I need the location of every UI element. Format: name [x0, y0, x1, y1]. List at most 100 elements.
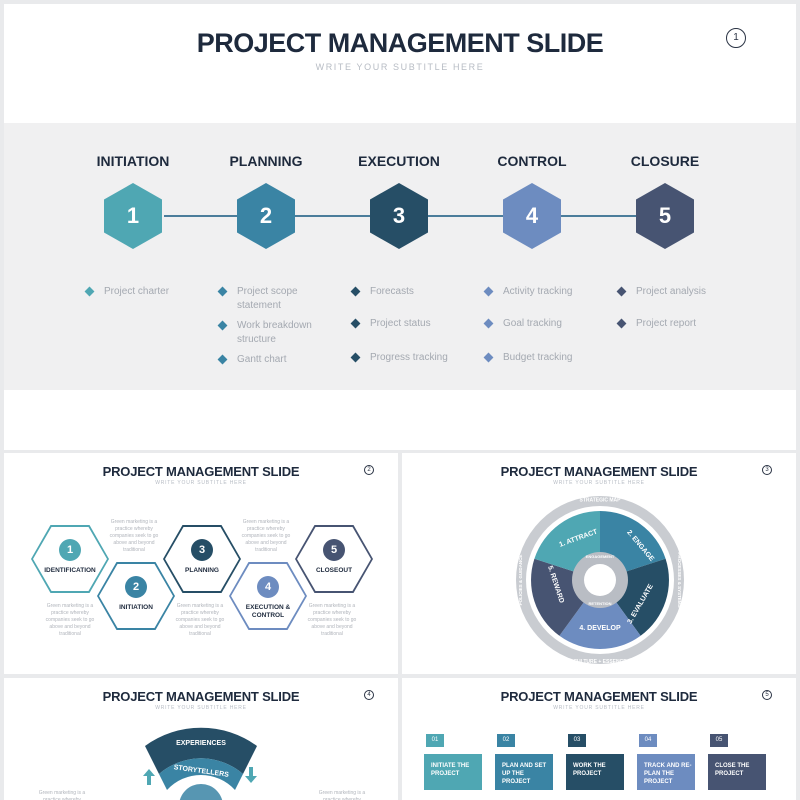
flag-number: 02 [497, 734, 515, 747]
slide-subtitle: WRITE YOUR SUBTITLE HERE [155, 480, 247, 486]
note-text: Green marketing is a practice whereby co… [307, 603, 357, 637]
step-number: 5 [323, 539, 345, 561]
flag-number: 04 [639, 734, 657, 747]
slide-thumbnail-2[interactable]: PROJECT MANAGEMENT SLIDE WRITE YOUR SUBT… [4, 453, 398, 674]
diamond-bullet-icon [350, 352, 361, 363]
phase-planning: PLANNING 2 [201, 153, 331, 249]
diamond-bullet-icon [217, 354, 228, 365]
slide-title: PROJECT MANAGEMENT SLIDE [102, 464, 300, 479]
note-text: Green marketing is a practice whereby co… [175, 603, 225, 637]
step-number: 2 [125, 576, 147, 598]
list-item: Forecasts [350, 285, 480, 299]
segment-develop [559, 601, 641, 650]
flag-label: INITIATE THE PROJECT [424, 754, 482, 790]
step-number: 1 [59, 539, 81, 561]
phase-name: INITIATION [96, 153, 170, 169]
phase-hexagon: 5 [636, 183, 694, 249]
list-item: Activity tracking [483, 285, 613, 299]
list-item: Project analysis [616, 285, 746, 299]
note-text: Green marketing is a practice whereby co… [109, 519, 159, 553]
phase-number: 1 [126, 203, 140, 228]
main-slide[interactable]: PROJECT MANAGEMENT SLIDE WRITE YOUR SUBT… [4, 4, 796, 450]
flag-label: WORK THE PROJECT [566, 754, 624, 790]
phase-hexagon: 1 [104, 183, 162, 249]
flag-label: PLAN AND SET UP THE PROJECT [495, 754, 553, 790]
diamond-bullet-icon [217, 320, 228, 331]
phase-name: CLOSURE [630, 153, 700, 169]
phase-execution: EXECUTION 3 [334, 153, 464, 249]
flag-number: 05 [710, 734, 728, 747]
phase-items-control: Activity tracking Goal tracking Budget t… [483, 285, 613, 371]
diamond-bullet-icon [483, 318, 494, 329]
phase-initiation: INITIATION 1 [68, 153, 198, 249]
slide-subtitle: WRITE YOUR SUBTITLE HERE [315, 62, 485, 72]
step-label: EXECUTION & CONTROL [245, 604, 291, 619]
ring-label-left: POLICIES & GUIDANCE [518, 555, 523, 606]
phase-closure: CLOSURE 5 [600, 153, 730, 249]
phase-number: 2 [259, 203, 273, 228]
phase-hexagon: 3 [370, 183, 428, 249]
list-item: Gantt chart [217, 353, 327, 367]
flag-label: TRACK AND RE-PLAN THE PROJECT [637, 754, 695, 790]
phase-control: CONTROL 4 [467, 153, 597, 249]
step-number: 3 [191, 539, 213, 561]
slide-title: PROJECT MANAGEMENT SLIDE [102, 689, 300, 704]
center-label-top: ENGAGEMENT [586, 554, 615, 559]
note-text: Green marketing is a practice whereby [38, 790, 86, 800]
slide-thumbnail-4[interactable]: PROJECT MANAGEMENT SLIDE WRITE YOUR SUBT… [4, 678, 398, 800]
segment-reward [531, 558, 585, 636]
list-item: Budget tracking [483, 351, 613, 365]
flag-number: 01 [426, 734, 444, 747]
list-item: Project status [350, 317, 480, 331]
ring-label-bottom: CULTURE + ESSENCE [573, 659, 627, 665]
arc-core [179, 784, 223, 800]
arc-inner [159, 758, 243, 790]
ring-label-right: PROCESSES & SYSTEMS [677, 552, 682, 607]
segment-engage [600, 511, 666, 572]
phase-number: 3 [392, 203, 406, 228]
diamond-bullet-icon [616, 286, 627, 297]
list-item: Project report [616, 317, 746, 331]
list-item: Work breakdown structure [217, 319, 327, 347]
slide-thumbnail-5[interactable]: PROJECT MANAGEMENT SLIDE WRITE YOUR SUBT… [402, 678, 796, 800]
phase-items-execution: Forecasts Project status Progress tracki… [350, 285, 480, 371]
note-text: Green marketing is a practice whereby co… [45, 603, 95, 637]
hexagon-initiation: 2 INITIATION [97, 562, 175, 630]
phase-items-planning: Project scope statement Work breakdown s… [217, 285, 327, 373]
diamond-bullet-icon [350, 318, 361, 329]
step-label: INITIATION [119, 604, 153, 611]
list-item: Project scope statement [217, 285, 327, 313]
step-number: 4 [257, 576, 279, 598]
segment-label: 4. DEVELOP [579, 625, 621, 632]
phases-band: INITIATION 1 PLANNING 2 EXECUTION 3 CONT… [4, 123, 796, 390]
diamond-bullet-icon [616, 318, 627, 329]
slide-subtitle: WRITE YOUR SUBTITLE HERE [155, 705, 247, 711]
slide-subtitle: WRITE YOUR SUBTITLE HERE [553, 705, 645, 711]
hexagon-identification: 1 IDENTIFICATION [31, 525, 109, 593]
note-text: Green marketing is a practice whereby [318, 790, 366, 800]
flag-label: CLOSE THE PROJECT [708, 754, 766, 790]
slide-title: PROJECT MANAGEMENT SLIDE [196, 28, 604, 58]
phase-hexagon: 4 [503, 183, 561, 249]
diamond-bullet-icon [483, 286, 494, 297]
hexagon-planning: 3 PLANNING [163, 525, 241, 593]
list-item: Progress tracking [350, 351, 480, 365]
segment-evaluate [615, 558, 669, 636]
arc-diagram: EXPERIENCES STORYTELLERS [145, 727, 257, 800]
list-item: Project charter [84, 285, 214, 299]
page-number: 3 [762, 465, 772, 475]
hexagon-closeout: 5 CLOSEOUT [295, 525, 373, 593]
arc-label-outer: EXPERIENCES [176, 740, 226, 747]
phase-name: PLANNING [229, 153, 303, 169]
diamond-bullet-icon [217, 286, 228, 297]
phase-items-closure: Project analysis Project report [616, 285, 746, 337]
step-label: CLOSEOUT [315, 567, 353, 574]
list-item: Goal tracking [483, 317, 613, 331]
diamond-bullet-icon [84, 286, 95, 297]
step-label: IDENTIFICATION [44, 567, 96, 574]
phase-hexagon: 2 [237, 183, 295, 249]
note-text: Green marketing is a practice whereby co… [241, 519, 291, 553]
phase-number: 4 [525, 203, 539, 228]
slide-thumbnail-3[interactable]: PROJECT MANAGEMENT SLIDE WRITE YOUR SUBT… [402, 453, 796, 674]
